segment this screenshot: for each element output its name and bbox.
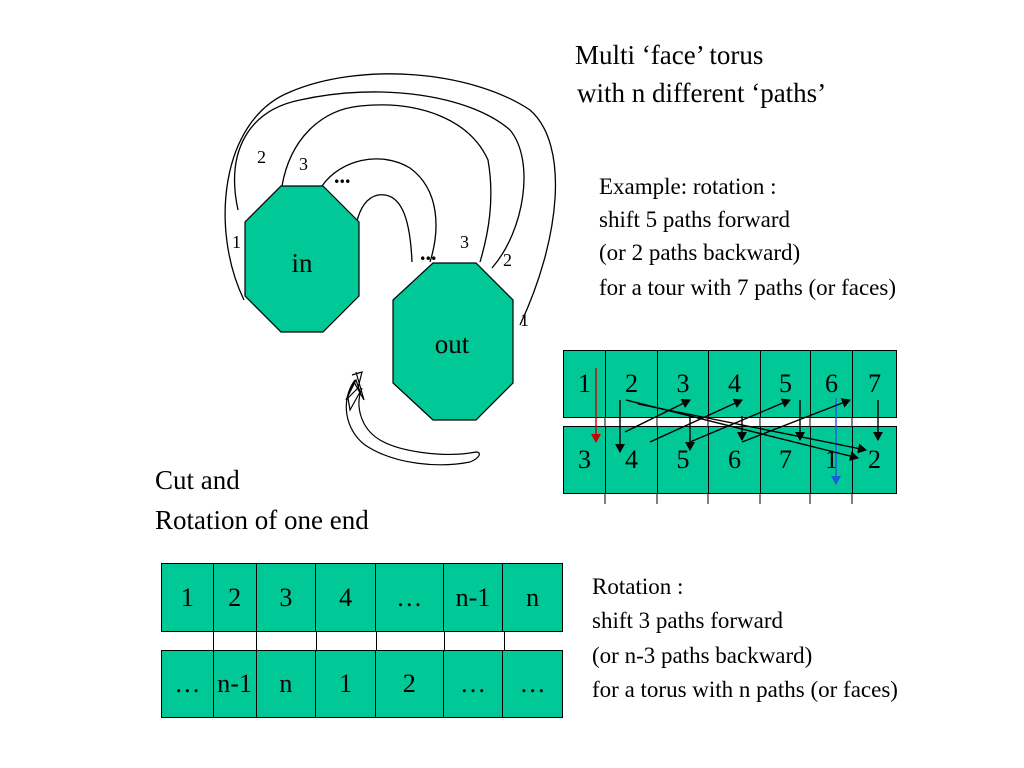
n-top-cell-6: n-1 xyxy=(443,564,504,631)
example-note-line-1: Example: rotation : xyxy=(599,174,777,199)
in-label: in xyxy=(291,248,313,278)
out-label: out xyxy=(435,329,470,359)
rotation-note-line-3: (or n-3 paths backward) xyxy=(592,643,813,668)
n-top-cell-2: 2 xyxy=(213,564,257,631)
example-note-line-2: shift 5 paths forward xyxy=(599,207,790,232)
title-line-1: Multi ‘face’ torus xyxy=(575,40,764,70)
arrow-2-to-3b xyxy=(624,399,691,433)
n-bottom-cell-3: n xyxy=(256,651,317,717)
in-face xyxy=(244,185,360,333)
n-gap-line-6 xyxy=(504,632,505,650)
seven-path-row-gap-lines xyxy=(604,418,853,504)
n-path-bottom-row: … n-1 n 1 2 … … xyxy=(161,650,563,718)
cut-tail-curve xyxy=(345,379,480,466)
in-path-label-3: 3 xyxy=(299,154,308,174)
arrow-3-to-4 xyxy=(649,398,743,443)
out-path-label-2: 2 xyxy=(503,250,512,270)
out-path-label-3: 3 xyxy=(460,232,469,252)
torus-inner-path xyxy=(321,158,437,263)
torus-path-3 xyxy=(281,104,492,263)
n-bottom-cell-7: … xyxy=(503,651,562,717)
n-gap-line-2 xyxy=(256,632,257,650)
seven-bottom-cell-2: 4 xyxy=(606,427,658,493)
arrow-5-to-6 xyxy=(741,398,851,443)
n-top-cell-3: 3 xyxy=(256,564,317,631)
n-path-top-row: 1 2 3 4 … n-1 n xyxy=(161,563,563,632)
example-note-line-3: (or 2 paths backward) xyxy=(599,240,801,265)
n-top-cell-7: n xyxy=(503,564,562,631)
cut-tail-knot xyxy=(345,371,365,412)
n-bottom-cell-5: 2 xyxy=(375,651,444,717)
n-top-cell-5: … xyxy=(375,564,444,631)
arrow-2-to-2 xyxy=(637,403,867,454)
n-bottom-cell-6: … xyxy=(443,651,504,717)
out-face xyxy=(392,262,514,421)
rotation-note-line-1: Rotation : xyxy=(592,574,684,599)
in-path-label-1: 1 xyxy=(232,232,241,252)
seven-top-cell-7: 7 xyxy=(853,351,896,417)
n-gap-line-5 xyxy=(444,632,445,650)
rotation-note-line-4: for a torus with n paths (or faces) xyxy=(592,677,898,702)
out-path-label-ellipsis: ... xyxy=(420,240,437,265)
in-path-label-2: 2 xyxy=(257,147,266,167)
cut-tail xyxy=(345,371,480,466)
torus-path-2 xyxy=(234,91,525,269)
n-gap-line-3 xyxy=(316,632,317,650)
n-gap-line-1 xyxy=(213,632,214,650)
n-gap-line-4 xyxy=(376,632,377,650)
seven-top-cell-1: 1 xyxy=(564,351,606,417)
example-note-line-4: for a tour with 7 paths (or faces) xyxy=(599,275,896,300)
rotation-note-line-2: shift 3 paths forward xyxy=(592,608,783,633)
out-path-label-1: 1 xyxy=(520,310,529,330)
cut-caption-line-2: Rotation of one end xyxy=(155,505,369,535)
in-path-label-ellipsis: ... xyxy=(334,163,351,188)
n-top-cell-4: 4 xyxy=(316,564,376,631)
n-bottom-cell-4: 1 xyxy=(316,651,376,717)
arrow-4-to-5 xyxy=(689,398,791,443)
seven-path-bottom-row: 3 4 5 6 7 1 2 xyxy=(563,426,897,494)
torus-path-curves xyxy=(224,73,557,326)
cut-caption-line-1: Cut and xyxy=(155,465,240,495)
title-line-2: with n different ‘paths’ xyxy=(577,78,827,108)
n-top-cell-1: 1 xyxy=(162,564,214,631)
torus-outer-path xyxy=(224,73,557,326)
n-bottom-cell-1: … xyxy=(162,651,214,717)
n-bottom-cell-2: n-1 xyxy=(213,651,257,717)
